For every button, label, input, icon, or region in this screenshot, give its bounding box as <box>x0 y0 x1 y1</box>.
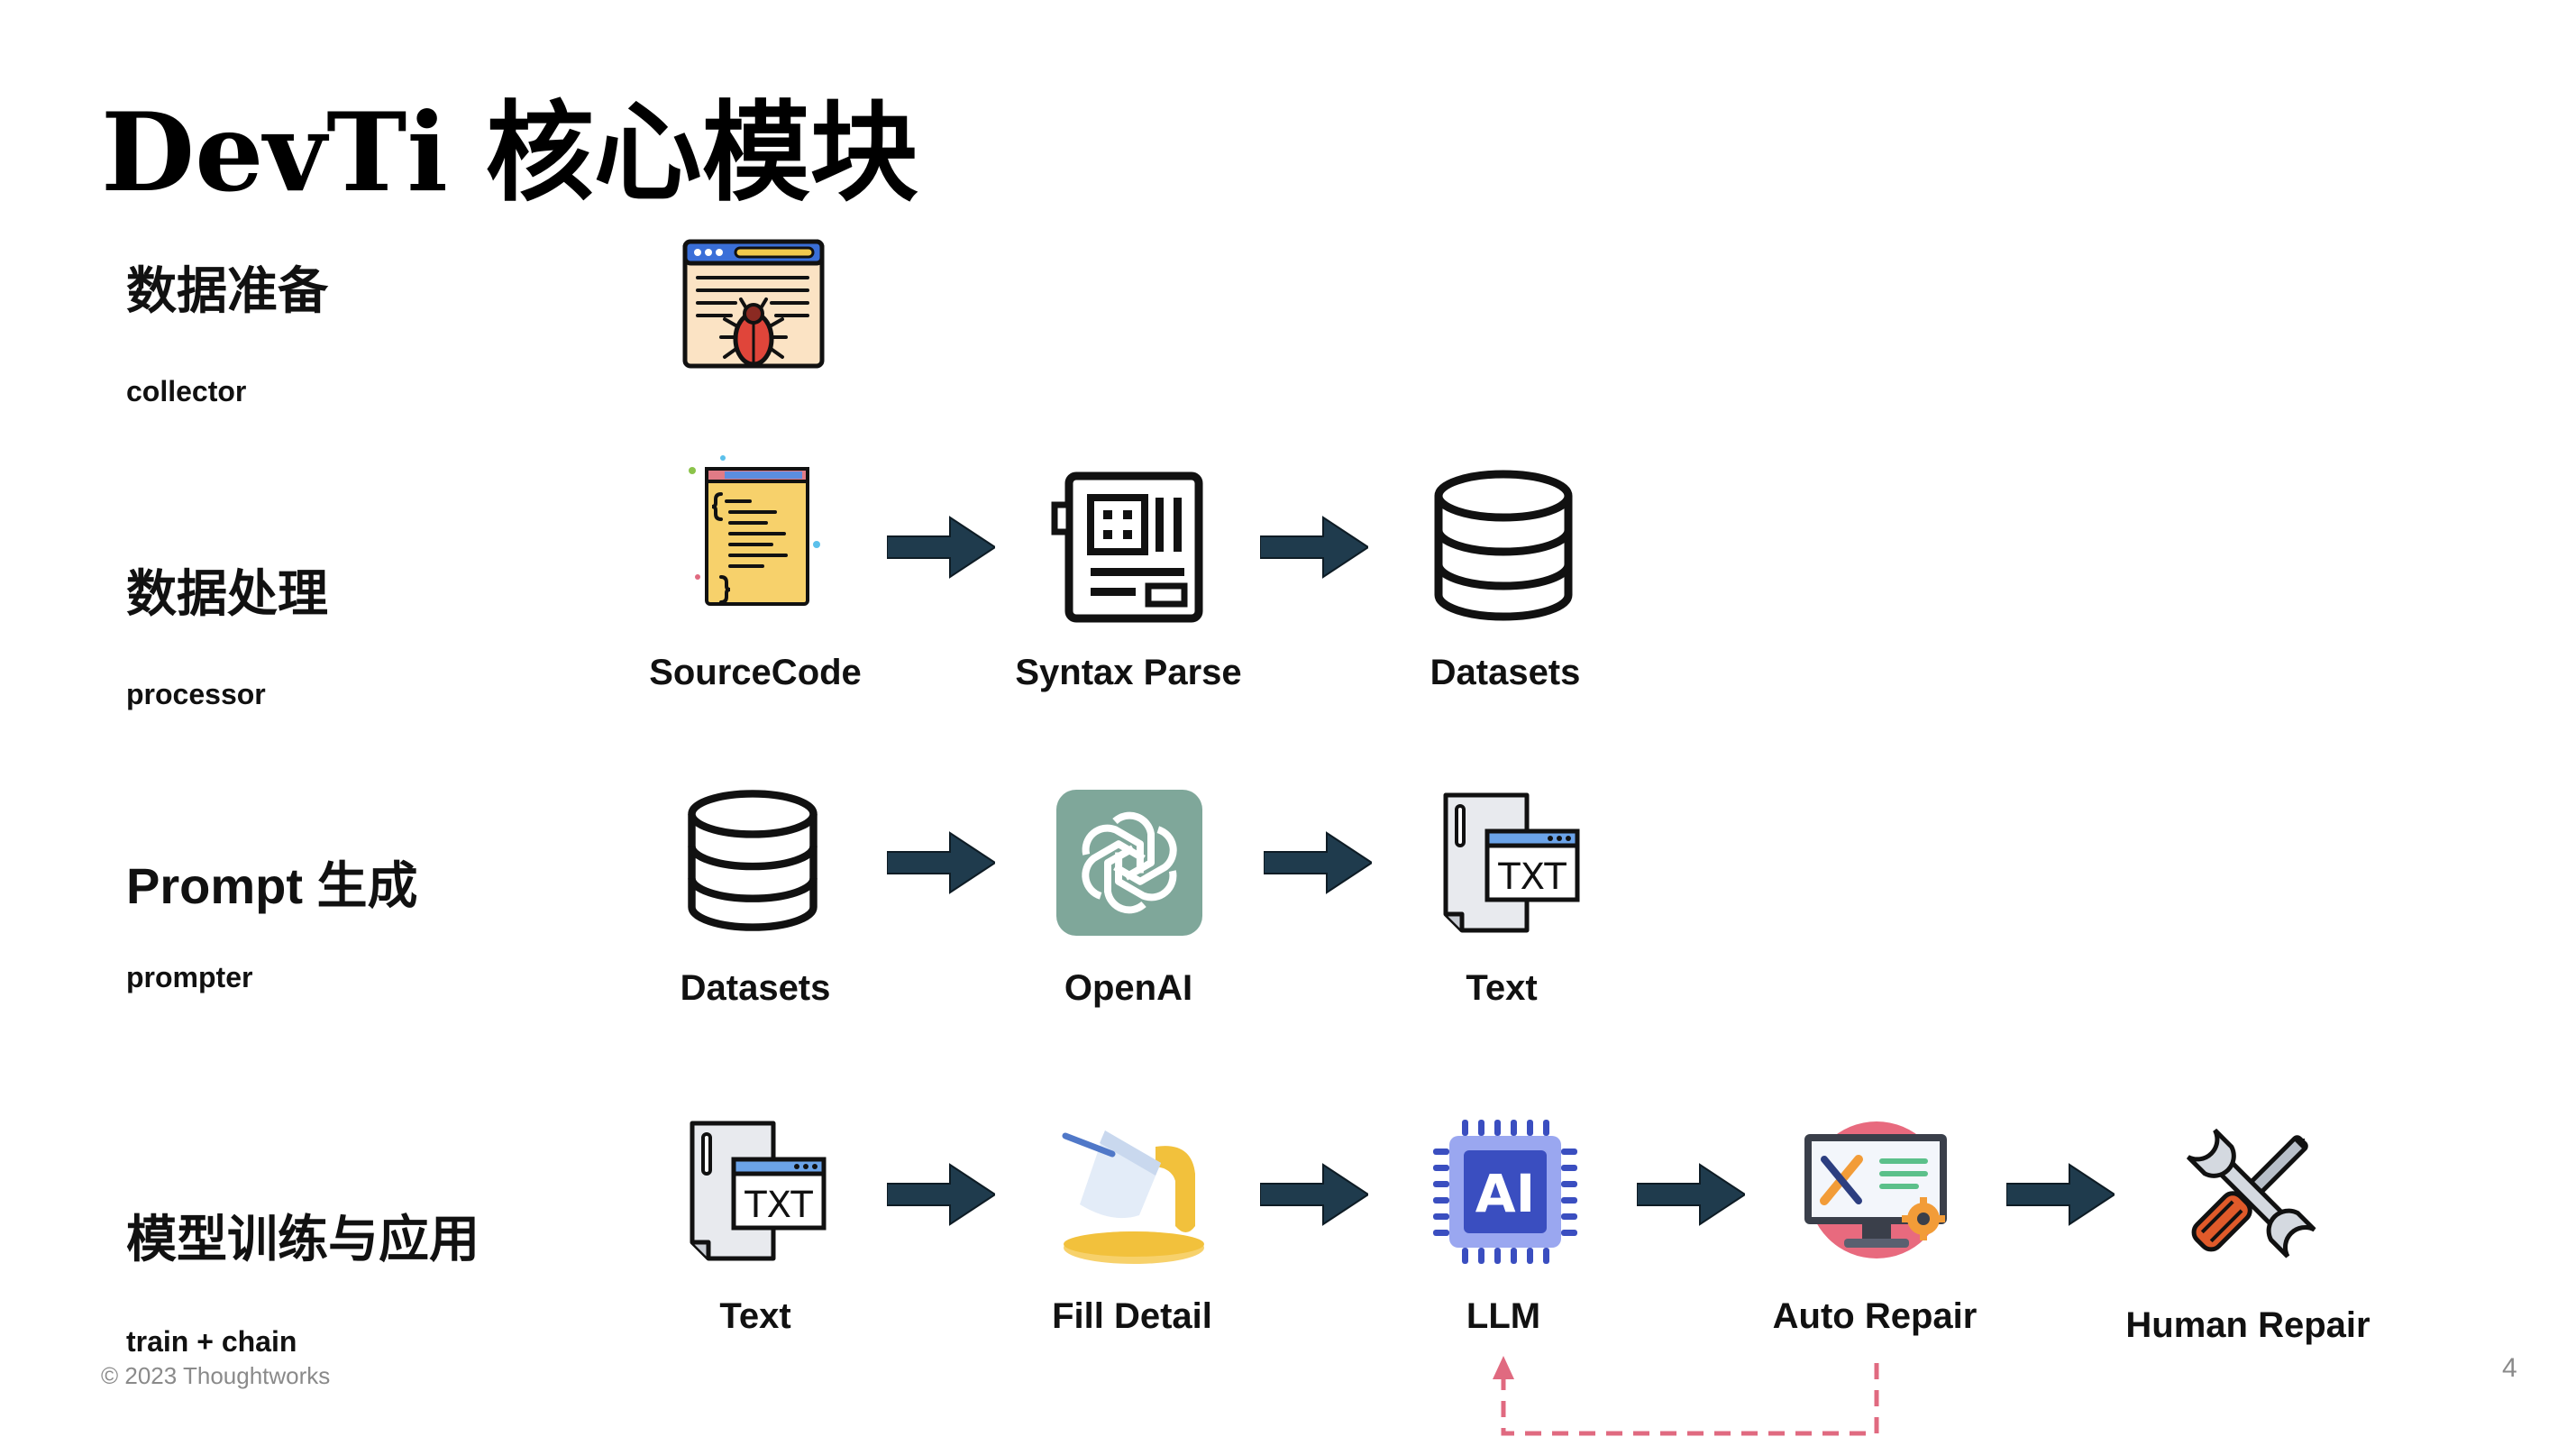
node-label-text: Text <box>1466 968 1538 1008</box>
arrow-right-icon <box>1264 831 1372 894</box>
section-title-train: 模型训练与应用 <box>126 1211 480 1268</box>
arrow-right-icon <box>887 516 995 579</box>
node-label-syntax-parse: Syntax Parse <box>1015 653 1242 692</box>
page-title: DevTi 核心模块 <box>101 89 918 216</box>
txt-file-icon: TXT <box>1439 792 1583 936</box>
section-title-processor: 数据处理 <box>126 565 328 622</box>
node-label-datasets: Datasets <box>680 968 831 1008</box>
arrow-right-icon <box>887 831 995 894</box>
page-number: 4 <box>2502 1353 2517 1383</box>
openai-logo-icon <box>1056 790 1202 936</box>
arrow-right-icon <box>1260 516 1368 579</box>
node-label-openai: OpenAI <box>1064 968 1193 1008</box>
ai-chip-icon: AI <box>1431 1118 1579 1266</box>
svg-text:AI: AI <box>1475 1163 1535 1224</box>
node-label-text: Text <box>719 1296 791 1336</box>
database-icon <box>1431 469 1576 622</box>
paint-bucket-icon <box>1056 1114 1210 1268</box>
arrow-right-icon <box>1260 1163 1368 1226</box>
source-code-file-icon <box>685 451 820 613</box>
section-title-collector: 数据准备 <box>126 262 328 319</box>
arrow-right-icon <box>887 1163 995 1226</box>
section-title-prompter: Prompt 生成 <box>126 857 418 914</box>
section-subtitle-prompter: prompter <box>126 961 253 993</box>
node-label-auto-repair: Auto Repair <box>1772 1296 1978 1336</box>
arrow-right-icon <box>1637 1163 1745 1226</box>
auto-repair-monitor-icon <box>1799 1118 1954 1266</box>
txt-file-icon: TXT <box>685 1120 829 1264</box>
syntax-parse-icon <box>1051 471 1204 624</box>
copyright-text: © 2023 Thoughtworks <box>101 1362 331 1389</box>
crawler-bug-icon <box>681 236 826 380</box>
wrench-screwdriver-icon <box>2174 1116 2327 1269</box>
svg-text:TXT: TXT <box>744 1185 813 1226</box>
svg-text:TXT: TXT <box>1497 856 1567 898</box>
node-label-human-repair: Human Repair <box>2125 1305 2370 1345</box>
node-label-fill-detail: Fill Detail <box>1052 1296 1212 1336</box>
node-label-datasets: Datasets <box>1430 653 1581 692</box>
database-icon <box>685 786 820 935</box>
feedback-dashed-arrow <box>1493 1356 1879 1436</box>
section-subtitle-processor: processor <box>126 678 266 710</box>
section-subtitle-collector: collector <box>126 375 247 407</box>
node-label-llm: LLM <box>1466 1296 1541 1336</box>
arrow-right-icon <box>2006 1163 2115 1226</box>
node-label-sourcecode: SourceCode <box>649 653 862 692</box>
section-subtitle-train: train + chain <box>126 1325 297 1358</box>
